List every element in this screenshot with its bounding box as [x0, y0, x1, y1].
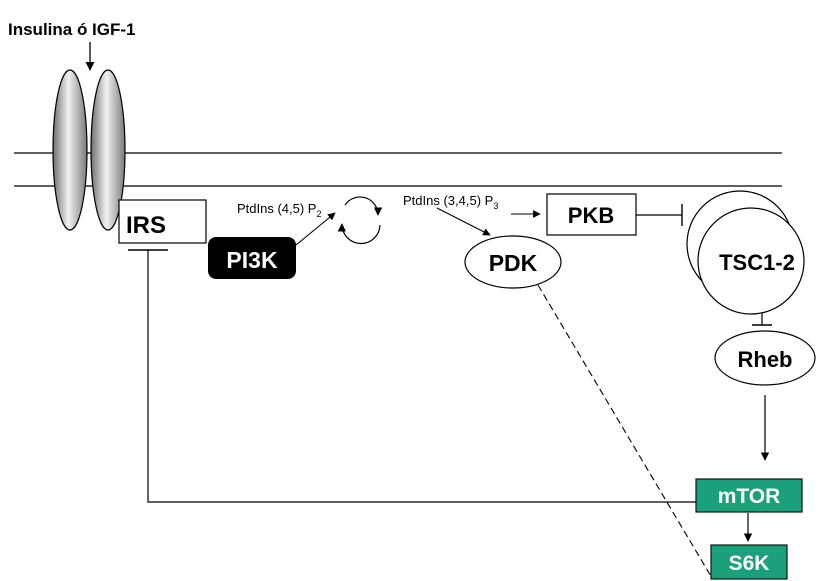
pip3-label: PtdIns (3,4,5) P3: [403, 193, 498, 211]
rheb-node: [714, 330, 816, 386]
cycle-arrow-reverse: [337, 223, 381, 245]
s6k-box: [710, 544, 788, 580]
pdk-label: PDK: [489, 250, 538, 276]
receptor-subunit-left: [52, 69, 88, 231]
ligand-label: Insulina ó IGF-1: [8, 20, 136, 39]
s6k-label: S6K: [729, 552, 770, 575]
receptor-subunit-right: [90, 69, 126, 231]
irs-label: IRS: [126, 212, 166, 239]
mtor-box: [695, 478, 803, 513]
pip2-label: PtdIns (4,5) P2: [237, 201, 322, 219]
mtor-label: mTOR: [718, 485, 781, 508]
tsc2-circle: [697, 207, 805, 315]
pi3k-box: [208, 237, 296, 279]
tsc-label: TSC1-2: [719, 250, 795, 275]
pi3k-label: PI3K: [226, 247, 278, 273]
pdk-node: [464, 235, 562, 289]
pip3-to-pdk-arrow: [436, 207, 491, 236]
receptor: [52, 69, 126, 231]
pdk-to-s6k-dashed-line: [537, 284, 713, 579]
cycle-arrow-forward: [344, 196, 383, 216]
rheb-label: Rheb: [738, 347, 793, 372]
mtor-feedback-line: [147, 250, 696, 503]
pkb-label: PKB: [568, 203, 614, 228]
tsc-complex: [686, 190, 805, 315]
irs-box: [118, 199, 207, 244]
pi3k-to-pip2-arrow: [295, 212, 336, 246]
